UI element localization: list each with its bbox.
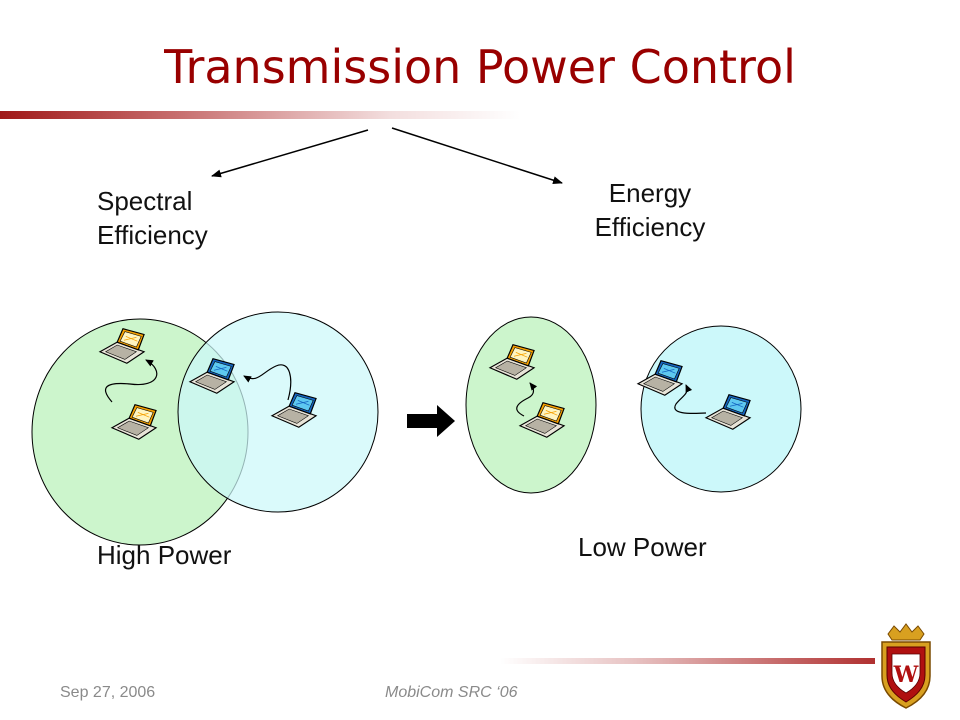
low-power-range-green	[465, 316, 597, 494]
slide-title: Transmission Power Control	[164, 40, 796, 94]
link-curve-low-right	[674, 384, 707, 415]
link-curve-high-left	[105, 359, 158, 403]
footer-conference: MobiCom SRC ‘06	[385, 684, 518, 701]
link-curve-low-left	[516, 382, 538, 417]
low-power-label: Low Power	[578, 532, 707, 562]
spectral-efficiency-label: Spectral Efficiency	[97, 184, 208, 252]
crest-letter: W	[893, 662, 919, 688]
energy-label-line2: Efficiency	[594, 212, 706, 242]
university-crest-logo: W	[881, 623, 931, 709]
energy-efficiency-label: Energy Efficiency	[570, 176, 730, 244]
branch-arrow-right	[391, 127, 563, 185]
footer-rule	[500, 658, 875, 664]
branch-arrow-left	[211, 129, 369, 178]
link-curve-high-right	[243, 364, 292, 401]
footer-date: Sep 27, 2006	[60, 684, 156, 701]
spectral-label-line1: Spectral	[97, 186, 193, 216]
high-power-label: High Power	[97, 540, 232, 570]
energy-label-line1: Energy	[608, 178, 692, 208]
spectral-label-line2: Efficiency	[97, 220, 208, 250]
transition-arrow	[407, 405, 455, 437]
title-underline	[0, 111, 520, 119]
